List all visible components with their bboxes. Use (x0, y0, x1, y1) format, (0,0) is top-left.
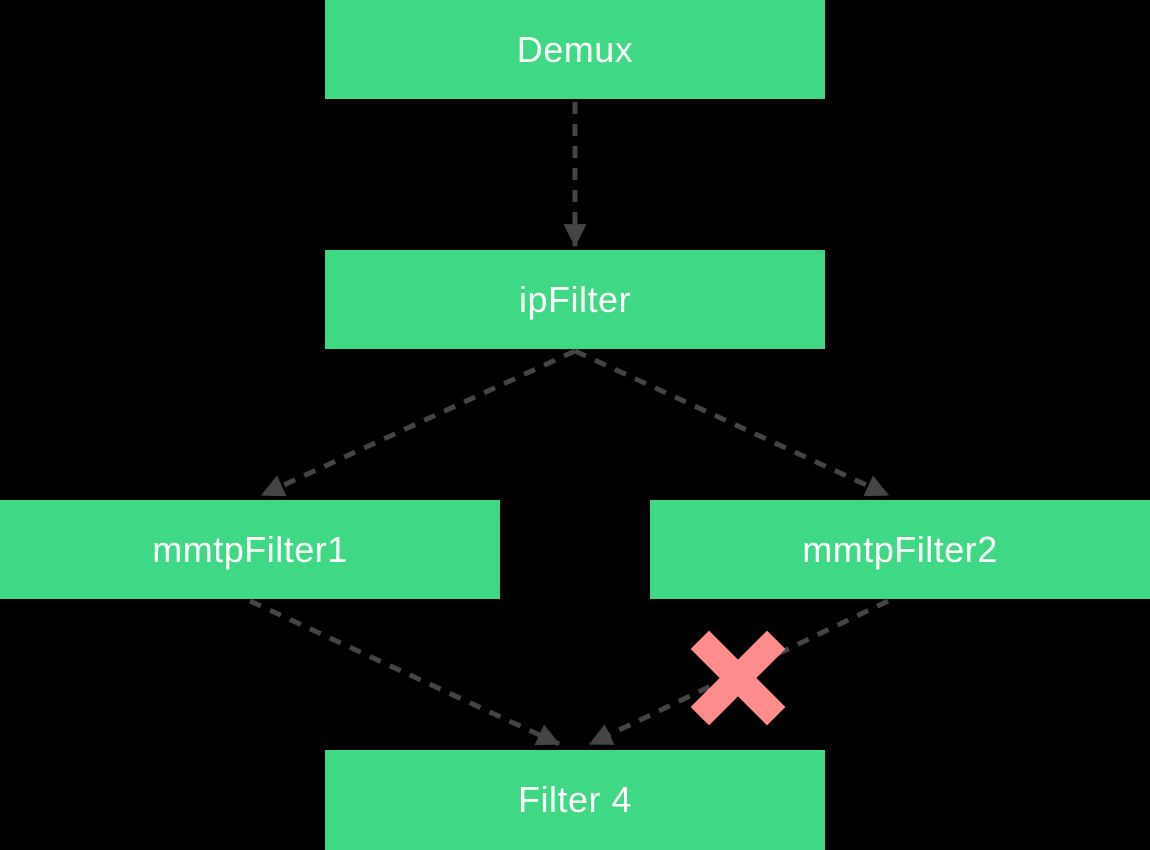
node-demux-label: Demux (516, 28, 634, 70)
node-demux: Demux (325, 0, 825, 99)
node-ipfilter: ipFilter (325, 250, 825, 349)
node-filter4-label: Filter 4 (517, 779, 633, 820)
edge-mmtpfilter2-to-filter4 (588, 598, 890, 747)
edge-ipfilter-to-mmtpfilter2 (573, 348, 890, 498)
edge-ipfilter-to-mmtpfilter1 (260, 348, 577, 498)
node-mmtpfilter2: mmtpFilter2 (650, 500, 1150, 599)
node-mmtpfilter1-label: mmtpFilter1 (152, 528, 348, 570)
node-ipfilter-label: ipFilter (518, 278, 632, 320)
blocked-cross-icon (690, 630, 786, 726)
node-filter4: Filter 4 (325, 750, 825, 850)
node-mmtpfilter1: mmtpFilter1 (0, 500, 500, 599)
node-mmtpfilter2-label: mmtpFilter2 (802, 528, 998, 570)
edge-mmtpfilter1-to-filter4 (248, 598, 561, 747)
